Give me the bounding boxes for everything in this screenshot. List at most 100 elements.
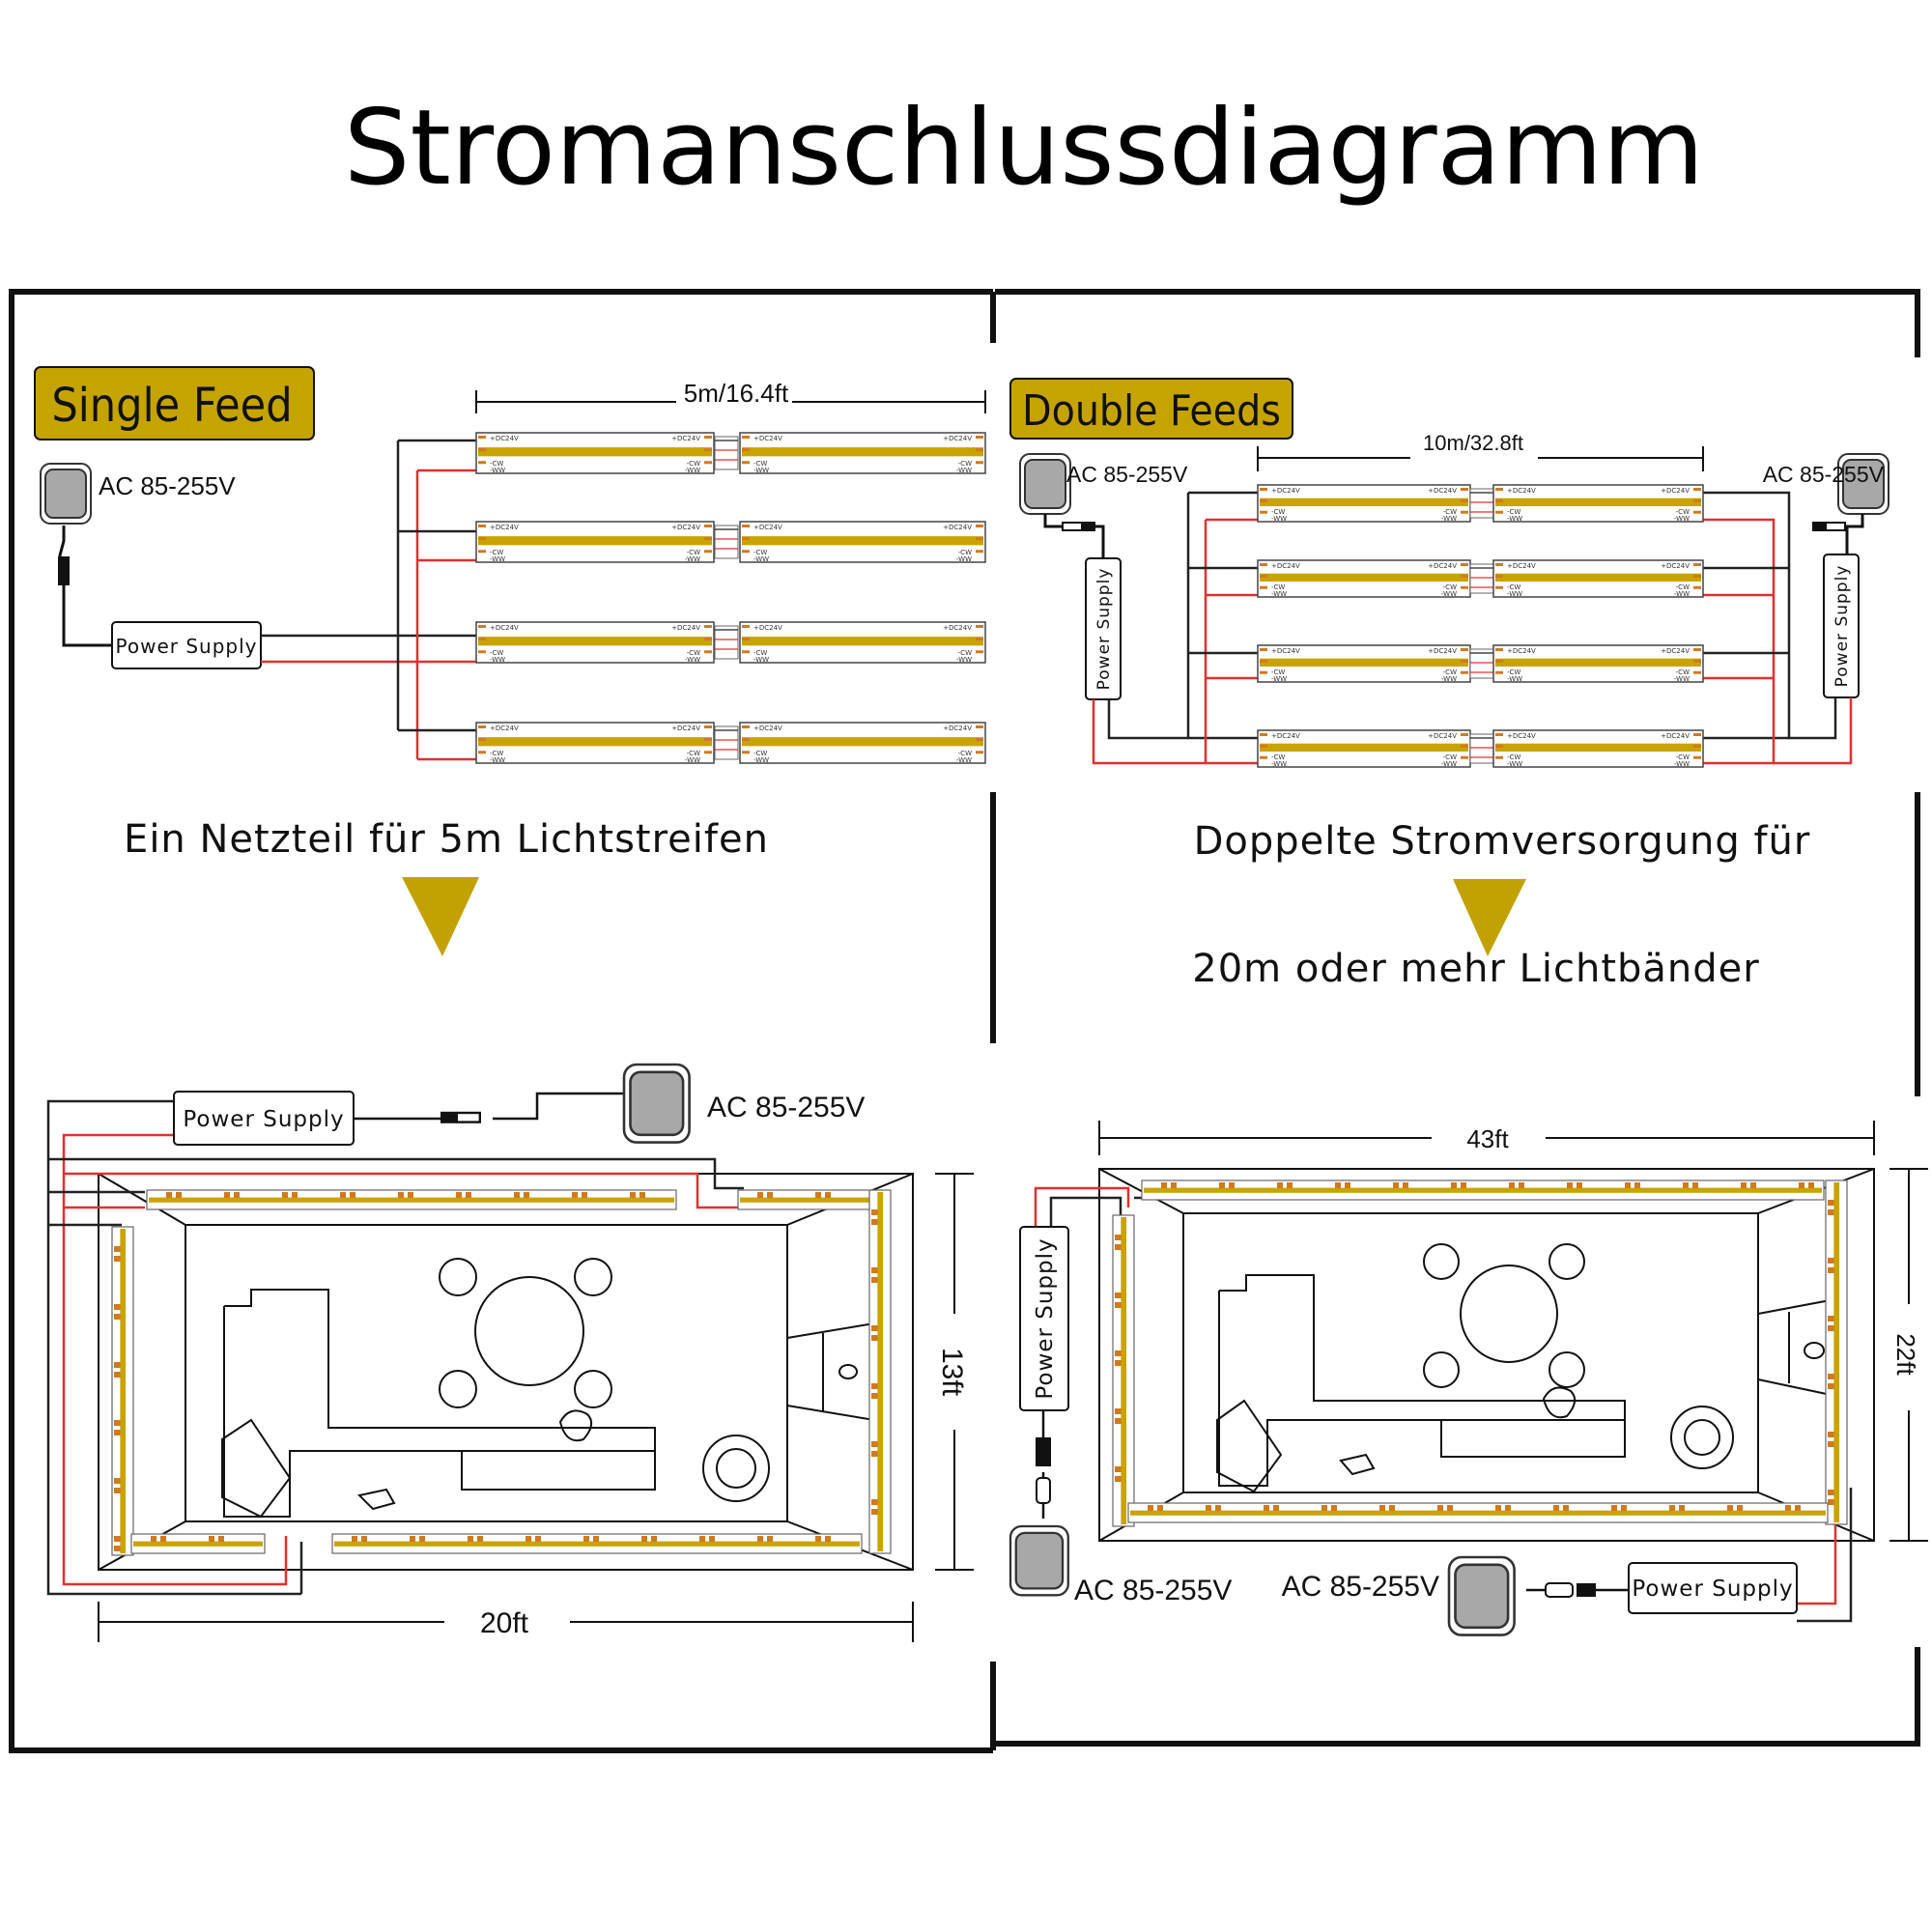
double-feeds-label: Double Feeds — [1022, 386, 1281, 436]
dimension-width-left — [98, 1602, 914, 1642]
svg-text:+DC24V: +DC24V — [753, 624, 782, 632]
svg-text:-WW: -WW — [1441, 515, 1457, 523]
svg-text:+DC24V: +DC24V — [1661, 732, 1690, 740]
svg-text:-WW: -WW — [1271, 675, 1287, 683]
length-label-left: 5m/16.4ft — [684, 379, 789, 408]
adapter-cable-right-left — [1043, 514, 1105, 558]
svg-text:+DC24V: +DC24V — [1271, 732, 1300, 740]
svg-text:-WW: -WW — [1674, 760, 1690, 768]
svg-text:+DC24V: +DC24V — [1661, 562, 1690, 570]
room-strips-right — [1112, 1179, 1848, 1527]
svg-text:-CW: -CW — [753, 460, 767, 468]
svg-text:-CW: -CW — [1443, 508, 1457, 516]
svg-text:+DC24V: +DC24V — [1507, 487, 1536, 495]
height-label-right: 22ft — [1891, 1333, 1920, 1376]
led-strip: +DC24V+DC24V-CW-CW-WW-WW — [1492, 729, 1704, 768]
strip-connector — [1469, 648, 1494, 679]
width-label-right: 43ft — [1466, 1124, 1509, 1153]
led-strip — [331, 1533, 863, 1554]
led-strip: +DC24V+DC24V-CW-CW-WW-WW — [739, 521, 986, 563]
ac-adapter-icon — [1447, 1555, 1516, 1636]
led-strip — [1127, 1502, 1829, 1523]
ac-label-left: AC 85-255V — [99, 471, 236, 500]
plug-icon — [1036, 1477, 1051, 1504]
led-strip: +DC24V+DC24V-CW-CW-WW-WW — [1257, 644, 1471, 683]
svg-text:+DC24V: +DC24V — [753, 435, 782, 442]
led-strip — [737, 1189, 882, 1210]
svg-text:+DC24V: +DC24V — [1271, 647, 1300, 655]
panel-frames — [9, 289, 1920, 1753]
power-supply-box-right-left: Power Supply — [1085, 557, 1122, 700]
led-strip: +DC24V+DC24V-CW-CW-WW-WW — [739, 432, 986, 474]
dimension-height-left — [935, 1173, 974, 1571]
svg-text:-WW: -WW — [1674, 590, 1690, 598]
led-strip: +DC24V+DC24V-CW-CW-WW-WW — [475, 432, 715, 474]
led-strip: +DC24V+DC24V-CW-CW-WW-WW — [739, 621, 986, 664]
power-supply-label-right-left: Power Supply — [1094, 568, 1114, 691]
svg-text:+DC24V: +DC24V — [1428, 562, 1457, 570]
arrow-down-icon — [402, 877, 479, 956]
ac-adapter-icon — [40, 463, 92, 525]
svg-text:-CW: -CW — [958, 460, 972, 468]
svg-text:+DC24V: +DC24V — [753, 724, 782, 732]
svg-text:-WW: -WW — [490, 756, 505, 764]
led-strip — [130, 1533, 266, 1554]
room-right-wiring — [1034, 1186, 1853, 1623]
svg-text:-WW: -WW — [1271, 515, 1287, 523]
power-supply-box-room-right-right: Power Supply — [1628, 1562, 1798, 1614]
bus-wires-right — [1092, 491, 1853, 765]
ac-adapter-icon — [622, 1063, 691, 1144]
led-strip: +DC24V+DC24V-CW-CW-WW-WW — [1492, 484, 1704, 523]
svg-text:-WW: -WW — [490, 555, 505, 563]
svg-text:+DC24V: +DC24V — [1507, 562, 1536, 570]
length-dimension-left — [475, 390, 986, 413]
svg-text:-CW: -CW — [1507, 508, 1520, 516]
svg-text:-WW: -WW — [956, 555, 972, 563]
svg-text:-WW: -WW — [1507, 515, 1522, 523]
svg-text:-WW: -WW — [1271, 590, 1287, 598]
svg-text:-CW: -CW — [687, 649, 700, 657]
svg-text:-CW: -CW — [490, 649, 503, 657]
svg-text:+DC24V: +DC24V — [1428, 732, 1457, 740]
svg-text:-WW: -WW — [490, 467, 505, 474]
svg-text:+DC24V: +DC24V — [943, 724, 972, 732]
double-feeds-badge: Double Feeds — [1009, 378, 1293, 440]
svg-text:-CW: -CW — [1271, 508, 1285, 516]
ac-adapter-icon — [1019, 453, 1071, 515]
svg-text:-WW: -WW — [956, 656, 972, 664]
power-supply-label-room-right-right: Power Supply — [1632, 1577, 1793, 1602]
bus-wires-left — [261, 439, 476, 761]
strip-grid-left: +DC24V+DC24V-CW-CW-WW-WW+DC24V+DC24V-CW-… — [475, 432, 986, 764]
svg-text:-WW: -WW — [1507, 760, 1522, 768]
plug-icon — [1062, 521, 1096, 532]
caption-right-line2: 20m oder mehr Lichtbänder — [1192, 947, 1759, 991]
svg-text:-CW: -CW — [1443, 583, 1457, 591]
plug-icon — [58, 556, 70, 585]
led-strip — [111, 1226, 134, 1556]
led-strip: +DC24V+DC24V-CW-CW-WW-WW — [1257, 559, 1471, 598]
svg-text:-CW: -CW — [753, 649, 767, 657]
page-title: Stromanschlussdiagramm — [344, 88, 1704, 209]
power-supply-label-room-right-left: Power Supply — [1033, 1237, 1058, 1399]
svg-text:+DC24V: +DC24V — [1428, 487, 1457, 495]
svg-text:+DC24V: +DC24V — [1507, 647, 1536, 655]
svg-text:-CW: -CW — [958, 549, 972, 556]
svg-text:-CW: -CW — [1507, 668, 1520, 676]
svg-text:+DC24V: +DC24V — [943, 524, 972, 531]
led-strip — [1825, 1179, 1848, 1525]
svg-text:-WW: -WW — [1441, 760, 1457, 768]
ac-adapter-icon — [1009, 1524, 1069, 1597]
ac-label-right-right: AC 85-255V — [1763, 462, 1885, 487]
room-strips-left — [111, 1189, 892, 1556]
strip-connector — [714, 725, 739, 760]
led-strip — [1112, 1214, 1135, 1527]
svg-text:-WW: -WW — [1271, 760, 1287, 768]
svg-text:-CW: -CW — [1271, 583, 1285, 591]
svg-text:-CW: -CW — [958, 649, 972, 657]
svg-text:-WW: -WW — [956, 756, 972, 764]
svg-text:-WW: -WW — [753, 756, 769, 764]
svg-text:+DC24V: +DC24V — [753, 524, 782, 531]
svg-text:-CW: -CW — [1507, 753, 1520, 761]
led-strip — [146, 1189, 677, 1210]
width-label-left: 20ft — [480, 1607, 529, 1639]
